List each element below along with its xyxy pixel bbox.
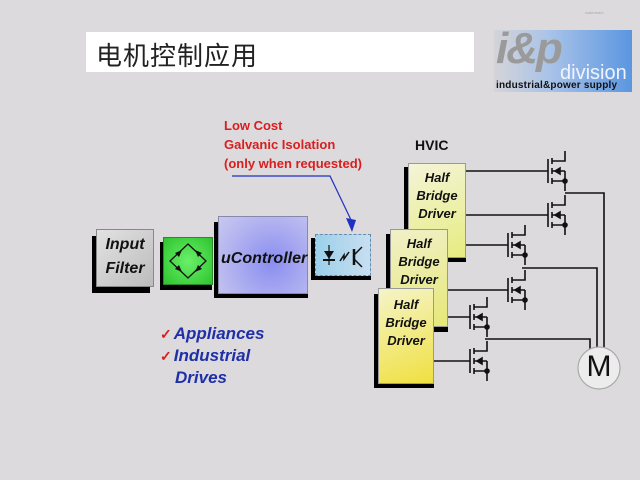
logo-division: division — [560, 62, 627, 84]
check-icon: ✓ — [160, 326, 172, 342]
annotation-arrow-line — [232, 175, 353, 223]
applications-list: ✓Appliances ✓Industrial Drives — [160, 323, 264, 388]
driver-label: Half — [406, 236, 432, 251]
mosfet-icon — [469, 297, 490, 337]
driver-label: Bridge — [416, 188, 458, 203]
input-filter-label: Input — [105, 236, 145, 253]
title-box: 电机控制应用 — [86, 32, 474, 72]
motor-label: M — [586, 350, 612, 383]
diode-bridge-icon — [169, 243, 207, 279]
optocoupler-icon — [323, 245, 363, 268]
isolator-block — [315, 234, 371, 276]
driver-label: Half — [393, 297, 419, 312]
isolation-annotation: Low Cost Galvanic Isolation (only when r… — [224, 116, 362, 173]
application-item: Drives — [175, 368, 227, 387]
annotation-arrow-head — [346, 218, 356, 232]
mosfet-icon — [507, 270, 528, 310]
application-item: ✓Industrial — [160, 346, 251, 365]
annotation-line: Low Cost — [224, 118, 283, 133]
annotation-line: Galvanic Isolation — [224, 137, 336, 152]
input-filter-label: Filter — [105, 260, 145, 277]
mosfet-icon — [507, 225, 528, 265]
page-title: 电机控制应用 — [96, 42, 259, 72]
rectifier-block — [163, 237, 213, 285]
half-bridge-driver-3: Half Bridge Driver — [378, 288, 434, 384]
logo-subtitle: industrial&power supply — [496, 80, 618, 91]
logo-main: i&p — [496, 24, 563, 73]
driver-label: Driver — [418, 206, 456, 221]
driver-label: Bridge — [385, 315, 427, 330]
ucontroller-label: uController — [221, 250, 308, 267]
driver-label: Half — [424, 170, 450, 185]
mosfet-icon — [547, 151, 568, 191]
mosfet-icon — [547, 195, 568, 235]
application-item: ✓Appliances — [160, 324, 265, 343]
ucontroller-block: uController — [218, 216, 308, 294]
watermark-text: watermark — [585, 10, 604, 15]
check-icon: ✓ — [160, 348, 172, 364]
driver-label: Bridge — [398, 254, 440, 269]
driver-label: Driver — [400, 272, 438, 287]
hvic-label: HVIC — [415, 137, 449, 153]
input-filter-block: Input Filter — [96, 229, 154, 287]
motor-circle — [577, 346, 621, 390]
driver-label: Driver — [387, 333, 425, 348]
mosfet-icon — [469, 341, 490, 381]
logo: i&p division industrial&power supply — [494, 24, 632, 92]
annotation-line: (only when requested) — [224, 156, 362, 171]
